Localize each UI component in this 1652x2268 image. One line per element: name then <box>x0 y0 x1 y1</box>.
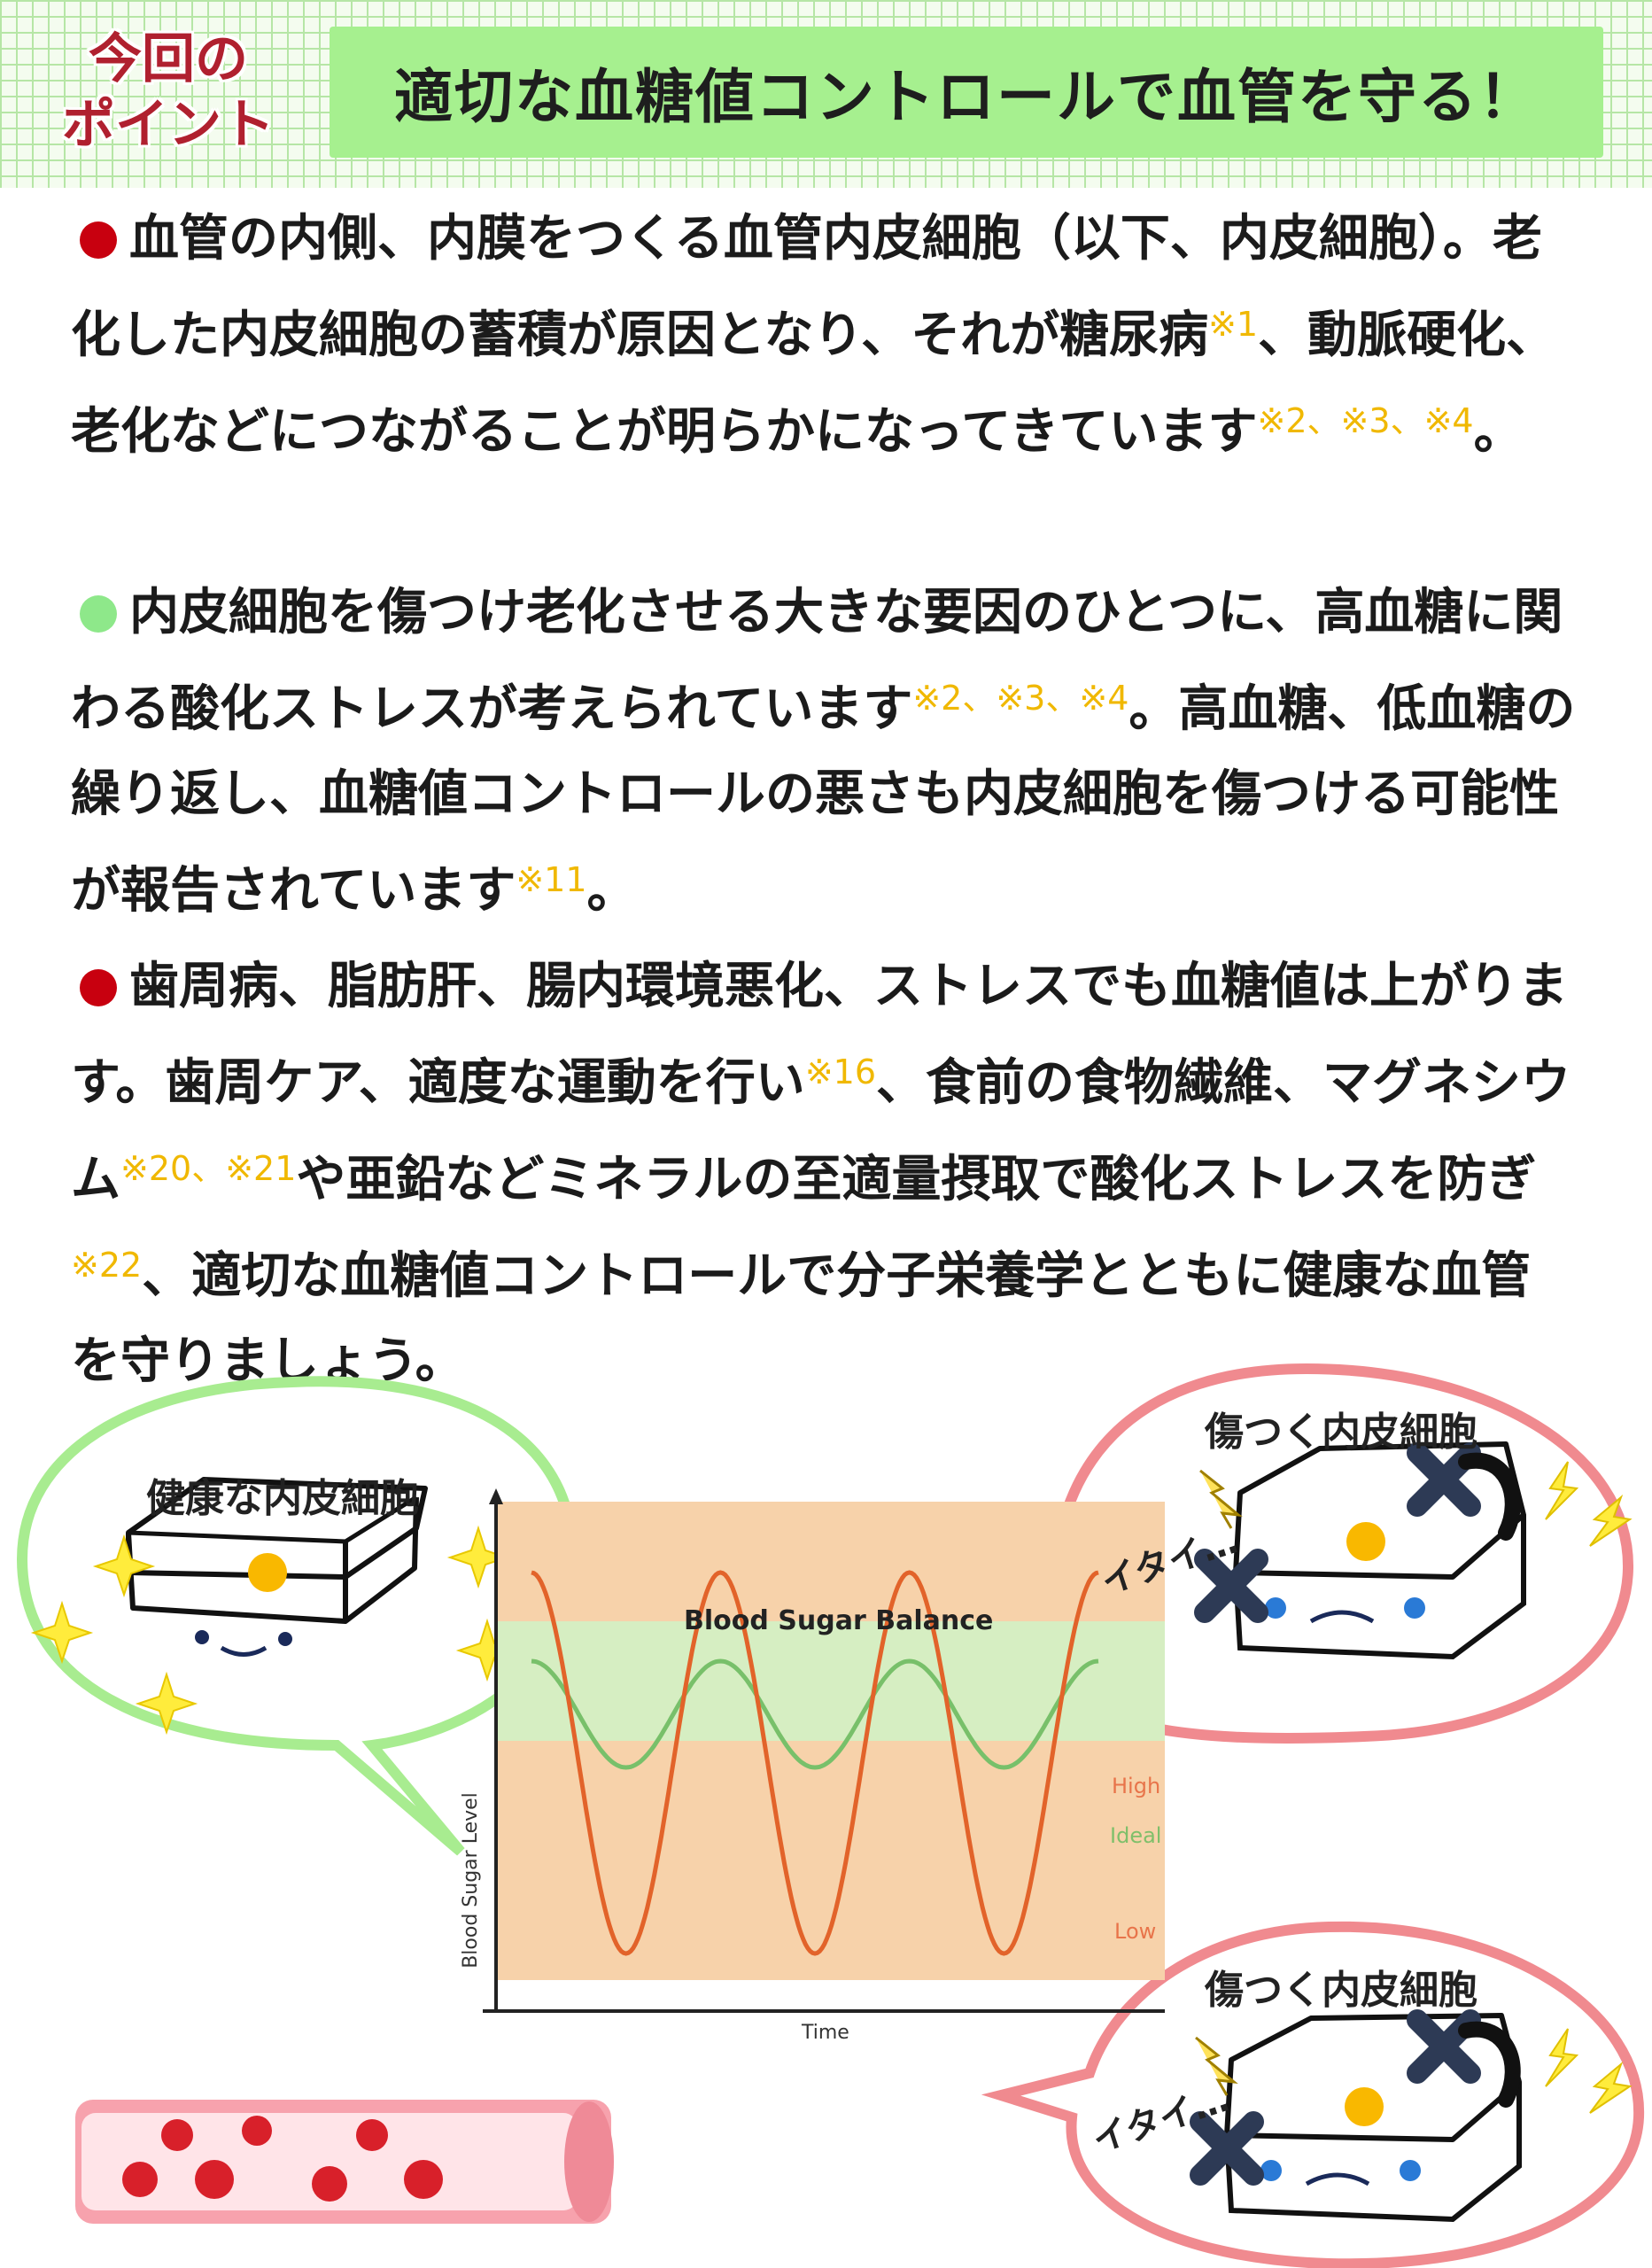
page-title: 適切な血糖値コントロールで血管を守る！ <box>394 63 1539 131</box>
healthy-cell-label: 健康な内皮細胞 <box>146 1476 419 1521</box>
damaged-cell-label-bottom: 傷つく内皮細胞 <box>1205 1968 1477 2013</box>
bullet-red-dot <box>80 221 117 259</box>
header-band: 今回の ポイント 適切な血糖値コントロールで血管を守る！ <box>0 0 1652 188</box>
p2-text-1: 内皮細胞を傷つけ老化させる大きな要因のひとつに、高血糖に関わる酸化ストレスが考え… <box>71 584 1563 738</box>
point-badge: 今回の ポイント <box>35 27 301 177</box>
damaged-cell-label-top: 傷つく内皮細胞 <box>1205 1410 1477 1455</box>
bullet-red-dot <box>80 969 117 1006</box>
blood-vessel <box>75 2100 614 2224</box>
illustration-graphic <box>16 1363 1645 2268</box>
damaged-cell-bottom <box>1190 2009 1633 2223</box>
p1-text-3: 。 <box>1473 403 1524 461</box>
title-box: 適切な血糖値コントロールで血管を守る！ <box>330 27 1603 158</box>
bullet-green-dot <box>80 595 117 633</box>
band-label-low: Low <box>1114 1919 1157 1944</box>
sparkle-group <box>30 1525 519 1736</box>
p1-text-1: 血管の内側、内膜をつくる血管内皮細胞（以下、内皮細胞）。老化した内皮細胞の蓄積が… <box>71 210 1542 364</box>
p1-text-2: 、動脈硬化、老化などにつながることが明らかになってきています <box>71 307 1556 461</box>
p2-text-3: 。 <box>586 862 637 920</box>
unstable-curve <box>531 1570 1099 1956</box>
badge-line-2: ポイント <box>62 94 275 156</box>
p3-ref-2: ※20、※21 <box>120 1149 297 1188</box>
badge-line-1: 今回の <box>89 28 248 90</box>
p3-ref-1: ※16 <box>804 1052 877 1091</box>
band-label-ideal: Ideal <box>1110 1823 1162 1848</box>
blood-sugar-chart <box>483 1488 1165 2013</box>
p2-ref-1: ※2、※3、※4 <box>912 679 1129 718</box>
ideal-curve <box>531 1658 1099 1770</box>
illustration-area: 健康な内皮細胞 傷つく内皮細胞 傷つく内皮細胞 イタイ… イタイ… Blood … <box>0 1355 1652 2268</box>
band-label-high: High <box>1112 1774 1161 1798</box>
paragraph-2: 内皮細胞を傷つけ老化させる大きな要因のひとつに、高血糖に関わる酸化ストレスが考え… <box>71 571 1577 934</box>
p2-text-2: 。高血糖、低血糖の繰り返し、血糖値コントロールの悪さも内皮細胞を傷つける可能性が… <box>71 680 1576 920</box>
p1-ref-1: ※1 <box>1208 305 1259 344</box>
p2-ref-2: ※11 <box>516 860 587 899</box>
chart-title: Blood Sugar Balance <box>684 1605 994 1636</box>
p3-text-1: 歯周病、脂肪肝、腸内環境悪化、ストレスでも血糖値は上がります。歯周ケア、適度な運… <box>71 958 1568 1112</box>
p3-text-4: 、適切な血糖値コントロールで分子栄養学とともに健康な血管を守りましょう。 <box>71 1247 1532 1390</box>
p3-text-2: 、食前の食物繊維、マグネシウム <box>71 1054 1571 1208</box>
paragraph-1: 血管の内側、内膜をつくる血管内皮細胞（以下、内皮細胞）。老化した内皮細胞の蓄積が… <box>71 197 1577 475</box>
paragraph-3: 歯周病、脂肪肝、腸内環境悪化、ストレスでも血糖値は上がります。歯周ケア、適度な運… <box>71 944 1577 1404</box>
damaged-cell-top <box>1194 1441 1633 1660</box>
p3-ref-3: ※22 <box>71 1246 143 1285</box>
y-axis-label: Blood Sugar Level <box>459 1792 482 1969</box>
x-axis-label: Time <box>802 2022 849 2044</box>
p1-ref-2: ※2、※3、※4 <box>1257 401 1474 440</box>
p3-text-3: や亜鉛などミネラルの至適量摂取で酸化ストレスを防ぎ <box>296 1151 1537 1208</box>
